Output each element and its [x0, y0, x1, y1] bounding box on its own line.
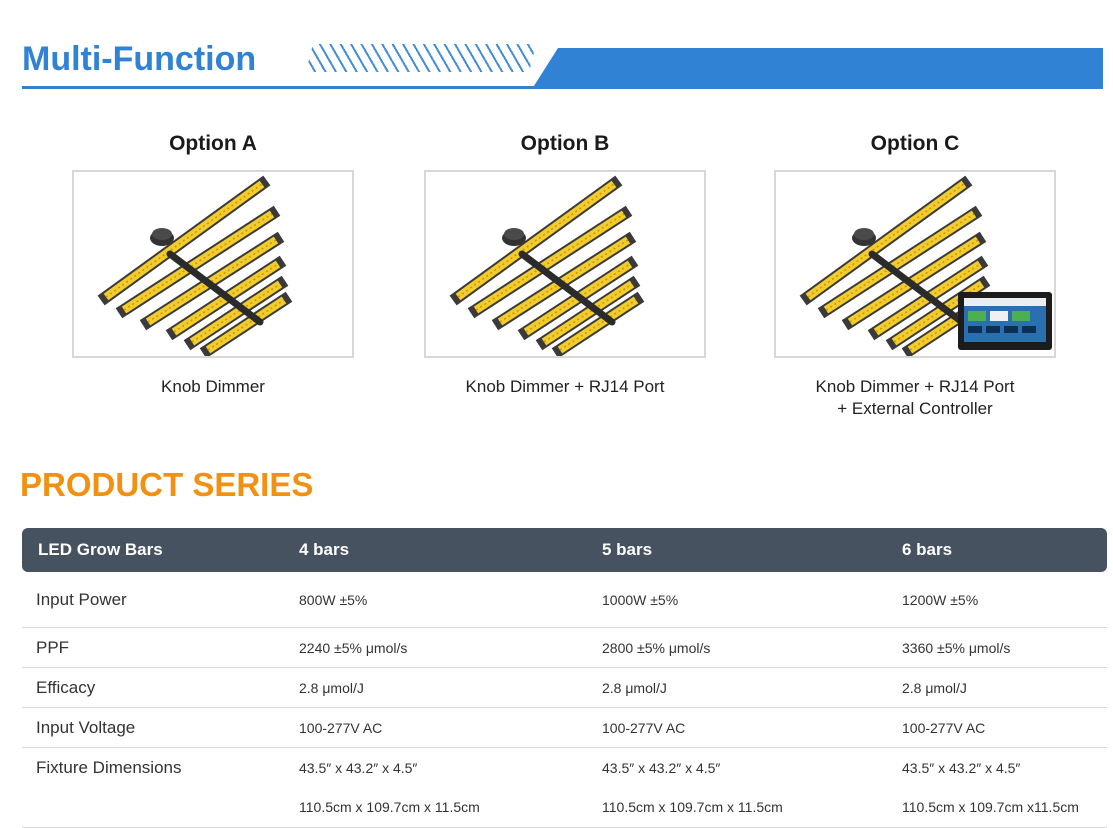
table-cell: 43.5″ x 43.2″ x 4.5″: [602, 759, 721, 776]
table-row: Input Voltage 100-277V AC 100-277V AC 10…: [22, 707, 1107, 748]
table-cell: 110.5cm x 109.7cm x 11.5cm: [299, 787, 602, 828]
table-cell: 110.5cm x 109.7cm x 11.5cm: [602, 787, 902, 828]
option-a-card: Option A Knob Dimmer: [70, 132, 356, 398]
row-label: Efficacy: [22, 667, 299, 708]
table-cell: 3360 ±5% μmol/s: [902, 627, 1107, 668]
table-cell: 2.8 μmol/J: [602, 667, 902, 708]
option-c-caption-line-1: Knob Dimmer + RJ14 Port: [815, 377, 1015, 396]
row-label: Input Power: [22, 572, 299, 628]
decorative-slashes: [306, 44, 536, 72]
table-cell: 100-277V AC: [602, 707, 902, 748]
grow-light-image: [799, 175, 1052, 356]
table-cell: 100-277V AC: [299, 707, 602, 748]
table-header-row: LED Grow Bars 4 bars 5 bars 6 bars: [22, 528, 1107, 572]
option-b-caption: Knob Dimmer + RJ14 Port: [422, 376, 708, 398]
grow-light-image: [97, 175, 293, 356]
header-accent-bar: [532, 48, 1103, 89]
table-cell: 43.5″ x 43.2″ x 4.5″: [299, 759, 418, 776]
table-row: Efficacy 2.8 μmol/J 2.8 μmol/J 2.8 μmol/…: [22, 667, 1107, 708]
table-cell: 1200W ±5%: [902, 572, 1107, 628]
option-a-caption-line: Knob Dimmer: [161, 377, 265, 396]
row-label: [22, 787, 299, 828]
grow-light-image: [449, 175, 645, 356]
column-header: 4 bars: [299, 528, 602, 572]
external-controller-icon: [958, 292, 1052, 350]
table-cell: 2800 ±5% μmol/s: [602, 627, 902, 668]
table-cell: 1000W ±5%: [602, 572, 902, 628]
option-a-caption: Knob Dimmer: [70, 376, 356, 398]
option-b-image: [424, 170, 706, 358]
row-label: PPF: [22, 627, 299, 668]
column-header: LED Grow Bars: [22, 528, 299, 572]
option-a-title: Option A: [169, 132, 257, 155]
product-series-table: LED Grow Bars 4 bars 5 bars 6 bars Input…: [22, 528, 1107, 828]
header-underline: [22, 86, 1103, 89]
table-row: Input Power 800W ±5% 1000W ±5% 1200W ±5%: [22, 572, 1107, 628]
option-c-caption-line-2: + External Controller: [837, 399, 993, 418]
option-b-card: Option B Knob Dimmer + RJ14 Port: [422, 132, 708, 398]
table-cell: 2240 ±5% μmol/s: [299, 627, 602, 668]
table-cell: 800W ±5%: [299, 572, 602, 628]
table-row: PPF 2240 ±5% μmol/s 2800 ±5% μmol/s 3360…: [22, 627, 1107, 668]
section-title-multi-function: Multi-Function: [22, 40, 257, 78]
table-cell: 110.5cm x 109.7cm x11.5cm: [902, 787, 1107, 828]
option-c-title: Option C: [870, 132, 960, 155]
option-b-title: Option B: [520, 132, 610, 155]
row-label: Fixture Dimensions: [36, 757, 182, 777]
column-header: 5 bars: [602, 528, 902, 572]
option-c-image: [774, 170, 1056, 358]
product-series-title: PRODUCT SERIES: [20, 466, 314, 503]
option-a-image: [72, 170, 354, 358]
table-row: 110.5cm x 109.7cm x 11.5cm 110.5cm x 109…: [22, 787, 1107, 828]
table-row: Fixture Dimensions 43.5″ x 43.2″ x 4.5″ …: [22, 748, 1107, 788]
table-cell: 2.8 μmol/J: [299, 667, 602, 708]
table-cell: 43.5″ x 43.2″ x 4.5″: [902, 759, 1021, 776]
column-header: 6 bars: [902, 528, 1107, 572]
table-cell: 2.8 μmol/J: [902, 667, 1107, 708]
option-c-card: Option C Knob Dimmer + RJ14 Port + Exter…: [772, 132, 1058, 420]
option-c-caption: Knob Dimmer + RJ14 Port + External Contr…: [772, 376, 1058, 420]
table-cell: 100-277V AC: [902, 707, 1107, 748]
option-b-caption-line: Knob Dimmer + RJ14 Port: [465, 377, 665, 396]
row-label: Input Voltage: [22, 707, 299, 748]
